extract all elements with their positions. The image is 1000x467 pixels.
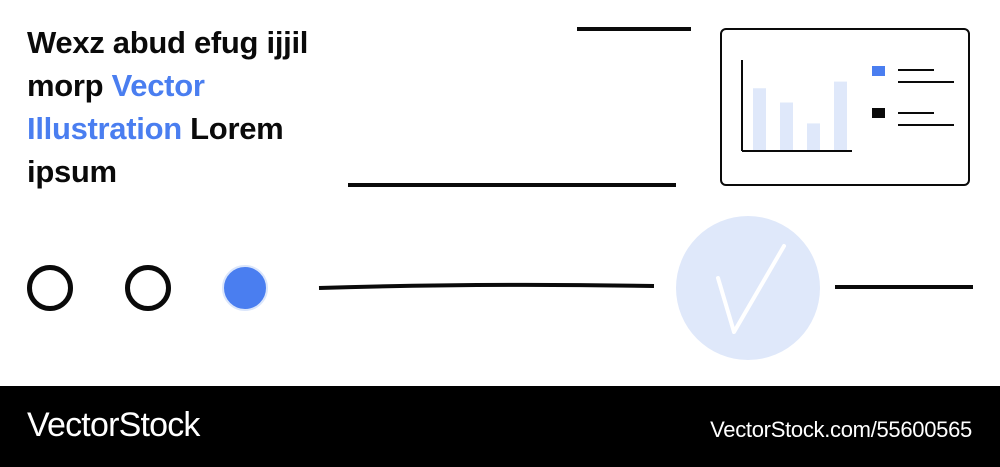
chart-bar-4: [834, 81, 847, 150]
headline-part-1: Wexz abud efug ijjil morp: [27, 25, 309, 103]
mini-bar-chart: [741, 60, 954, 152]
checkmark-icon: [716, 244, 786, 334]
headline-accent: Vector Illustration: [27, 68, 205, 146]
legend-marker-blue: [872, 66, 885, 76]
footer-bar: VectorStock VectorStock.com/55600565: [0, 386, 1000, 467]
headline-part-2: Lorem ipsum: [27, 111, 284, 189]
check-badge: [676, 216, 820, 360]
chart-bars: [753, 81, 847, 150]
step-dot-2[interactable]: [125, 265, 171, 311]
legend-marker-black: [872, 108, 885, 118]
middle-rule: [348, 183, 676, 187]
chart-card: [720, 28, 970, 186]
top-rule: [577, 27, 691, 31]
chart-bar-3: [807, 123, 820, 150]
footer-brand[interactable]: VectorStock: [27, 406, 200, 444]
footer-url[interactable]: VectorStock.com/55600565: [710, 417, 972, 442]
chart-bar-1: [753, 88, 766, 150]
chart-bar-2: [780, 102, 793, 150]
step-dot-3[interactable]: [222, 265, 268, 311]
left-connector-line: [318, 282, 655, 290]
step-dot-1[interactable]: [27, 265, 73, 311]
headline-text: Wexz abud efug ijjil morp Vector Illustr…: [27, 21, 347, 193]
